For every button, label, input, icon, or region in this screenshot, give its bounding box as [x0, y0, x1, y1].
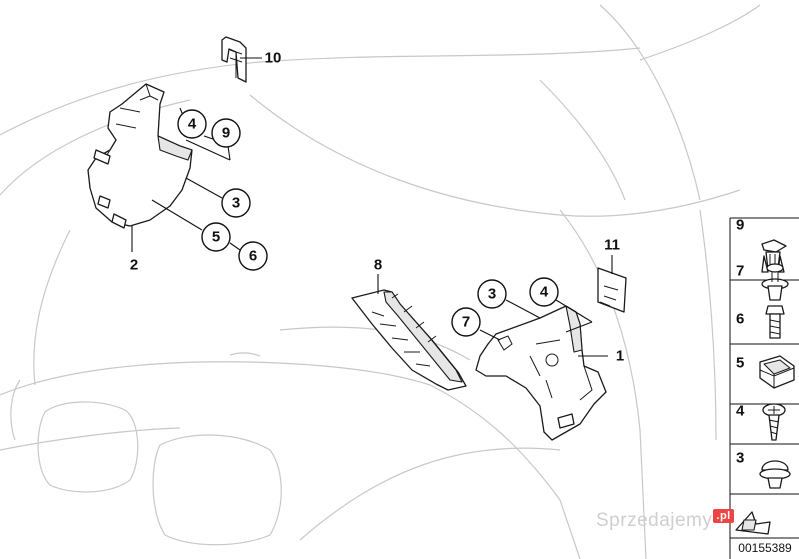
callout-6-left-label: 6 [249, 248, 257, 265]
callout-9-left-label: 9 [222, 125, 230, 142]
legend-label-4: 4 [736, 403, 745, 420]
callout-1-label: 1 [616, 348, 624, 365]
legend-label-5: 5 [736, 355, 744, 372]
callout-4-right: 4 [529, 277, 559, 307]
legend-row-4: 4 [736, 403, 786, 441]
legend-row-6: 6 [736, 305, 785, 339]
callout-2-label: 2 [130, 257, 138, 274]
callout-7-label: 7 [462, 314, 470, 331]
callout-8-label: 8 [374, 257, 382, 274]
callout-3-right: 3 [477, 279, 507, 309]
legend-label-7: 7 [736, 263, 744, 280]
legend-row-7: 7 [736, 263, 789, 301]
callout-3-right-label: 3 [488, 286, 496, 303]
watermark-badge: .pl [713, 509, 734, 523]
callout-8: 8 [374, 257, 382, 274]
legend-row-5: 5 [736, 355, 795, 389]
part-10-clip [221, 36, 247, 83]
legend-row-3: 3 [736, 450, 791, 489]
callout-9-left: 9 [211, 118, 241, 148]
callout-1: 1 [616, 348, 624, 365]
legend-label-6: 6 [736, 311, 744, 328]
part-8-bracket [351, 289, 467, 391]
fastener-legend: 9 7 6 [729, 217, 799, 559]
part-2-left-trim [87, 83, 193, 229]
callout-5-left-label: 5 [212, 229, 220, 246]
legend-label-3: 3 [736, 450, 744, 467]
callout-4-left: 4 [177, 109, 207, 139]
part-11-clip [597, 267, 627, 313]
bolt-icon [765, 305, 785, 339]
callout-10-label: 10 [265, 50, 282, 67]
leader-lines [131, 57, 613, 357]
callout-7: 7 [451, 307, 481, 337]
callout-3-left: 3 [221, 188, 251, 218]
car-body-outline [0, 4, 761, 559]
callout-11: 11 [604, 237, 620, 254]
watermark: Sprzedajemy.pl [596, 509, 734, 532]
callout-10: 10 [265, 50, 282, 67]
callout-4-right-label: 4 [540, 284, 549, 301]
callout-11-label: 11 [604, 237, 620, 254]
spring-nut-icon [759, 355, 795, 389]
watermark-text: Sprzedajemy [596, 510, 713, 531]
grommet-icon [759, 460, 791, 489]
part-1-right-trim [475, 305, 607, 441]
callout-5-left: 5 [201, 222, 231, 252]
callout-2: 2 [130, 257, 138, 274]
screw-icon [762, 403, 786, 441]
diagram-reference-number: 00155389 [732, 539, 798, 557]
callout-3-left-label: 3 [232, 195, 240, 212]
expanding-rivet-icon [761, 263, 789, 301]
callout-6-left: 6 [238, 241, 268, 271]
arrow-marker-icon [735, 511, 771, 535]
legend-label-9: 9 [736, 217, 744, 234]
callout-4-left-label: 4 [188, 116, 197, 133]
